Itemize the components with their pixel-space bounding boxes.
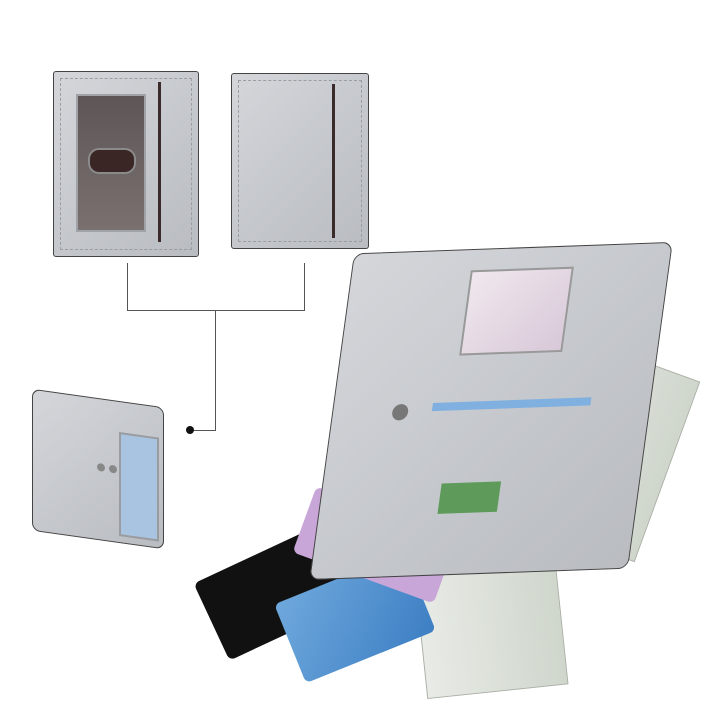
card-slot (332, 84, 335, 238)
thumb-cutout (88, 148, 136, 174)
stitching (238, 80, 362, 242)
connector-dot (186, 426, 194, 434)
card-slot (437, 481, 502, 514)
snap-button (391, 403, 410, 421)
connector-line (215, 310, 216, 430)
connector-line (127, 263, 128, 310)
snap-button (97, 462, 105, 472)
connector-line (304, 263, 305, 310)
card-slot (158, 82, 161, 242)
connector-line (190, 430, 216, 431)
back-panel (231, 73, 369, 249)
id-window (76, 94, 146, 232)
card-pocket (119, 431, 159, 542)
stitching (60, 78, 192, 250)
id-window (459, 266, 574, 356)
snap-button (109, 464, 117, 474)
card-slot (431, 397, 592, 412)
front-panel (53, 71, 199, 257)
connector-line (127, 310, 305, 311)
wallet-side-view (32, 388, 164, 550)
open-wallet (309, 241, 673, 581)
